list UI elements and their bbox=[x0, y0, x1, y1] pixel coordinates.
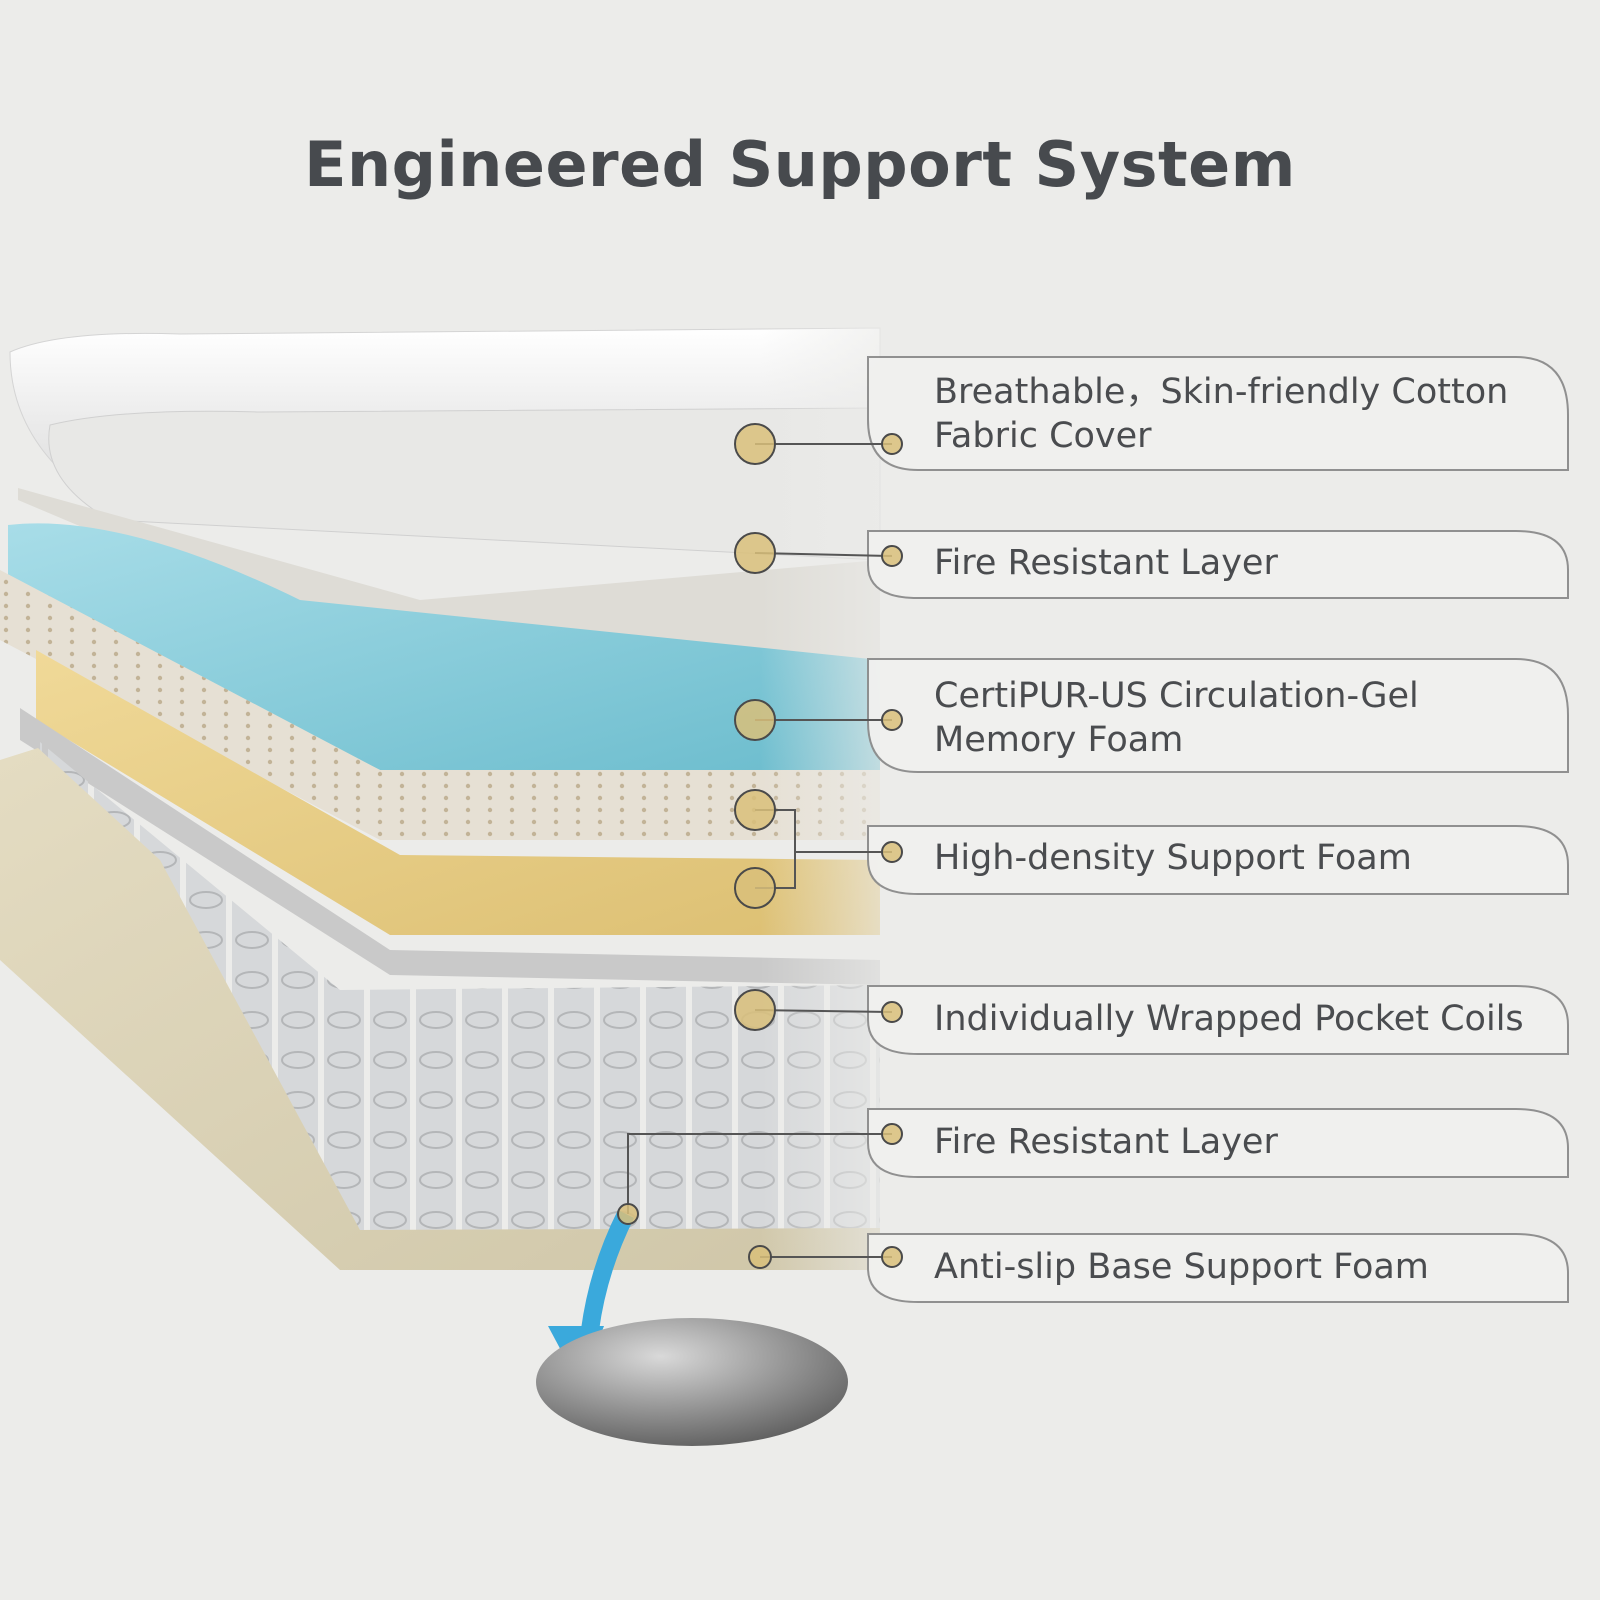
label-fire-bottom-line-1: Fire Resistant Layer bbox=[934, 1122, 1278, 1162]
label-box-gel bbox=[867, 658, 1569, 773]
label-cover: Breathable，Skin-friendly Cotton Fabric C… bbox=[934, 370, 1554, 458]
marker-large-support-a bbox=[734, 789, 776, 831]
marker-small-cover bbox=[881, 433, 903, 455]
curved-arrow-icon bbox=[581, 1209, 635, 1332]
cover-layer bbox=[9, 327, 881, 561]
marker-large-gel bbox=[734, 699, 776, 741]
label-box-coils bbox=[867, 985, 1569, 1055]
base-foam-layer bbox=[0, 748, 880, 1270]
label-fire-top-line-1: Fire Resistant Layer bbox=[934, 543, 1278, 583]
label-fire-bottom: Fire Resistant Layer bbox=[934, 1120, 1554, 1164]
marker-small-base bbox=[881, 1246, 903, 1268]
marker-large-fire-top bbox=[734, 532, 776, 574]
label-base-line-1: Anti-slip Base Support Foam bbox=[934, 1247, 1429, 1287]
label-box-support bbox=[867, 825, 1569, 895]
label-box-fire-top bbox=[867, 530, 1569, 599]
perforated-layer bbox=[0, 570, 880, 840]
marker-small-coils bbox=[881, 1001, 903, 1023]
label-gel-line-2: Memory Foam bbox=[934, 720, 1184, 760]
marker-medium-base bbox=[748, 1245, 772, 1269]
label-cover-line-2: Fabric Cover bbox=[934, 416, 1152, 456]
marker-large-cover bbox=[734, 423, 776, 465]
label-support: High-density Support Foam bbox=[934, 836, 1554, 880]
support-foam-layer bbox=[36, 650, 880, 935]
label-coils-line-1: Individually Wrapped Pocket Coils bbox=[934, 999, 1524, 1039]
marker-dots bbox=[617, 423, 903, 1269]
gel-foam-layer bbox=[8, 523, 880, 770]
coil-layer bbox=[20, 708, 880, 1230]
label-cover-line-1: Breathable，Skin-friendly Cotton bbox=[934, 372, 1509, 412]
marker-medium-fire-bottom bbox=[617, 1203, 639, 1225]
label-gel-line-1: CertiPUR-US Circulation-Gel bbox=[934, 676, 1419, 716]
label-base: Anti-slip Base Support Foam bbox=[934, 1245, 1554, 1289]
marker-small-gel bbox=[881, 709, 903, 731]
label-fire-top: Fire Resistant Layer bbox=[934, 541, 1554, 585]
label-support-line-1: High-density Support Foam bbox=[934, 838, 1412, 878]
label-gel: CertiPUR-US Circulation-Gel Memory Foam bbox=[934, 674, 1554, 762]
marker-large-support-b bbox=[734, 867, 776, 909]
page-title: Engineered Support System bbox=[304, 128, 1296, 201]
marker-small-fire-bottom bbox=[881, 1123, 903, 1145]
marker-small-support bbox=[881, 841, 903, 863]
label-coils: Individually Wrapped Pocket Coils bbox=[934, 997, 1554, 1041]
label-box-fire-bottom bbox=[867, 1108, 1569, 1178]
marker-large-coils bbox=[734, 989, 776, 1031]
fire-resistant-top-layer bbox=[18, 488, 880, 670]
material-detail-disk bbox=[536, 1318, 848, 1446]
label-box-base bbox=[867, 1233, 1569, 1303]
marker-small-fire-top bbox=[881, 545, 903, 567]
